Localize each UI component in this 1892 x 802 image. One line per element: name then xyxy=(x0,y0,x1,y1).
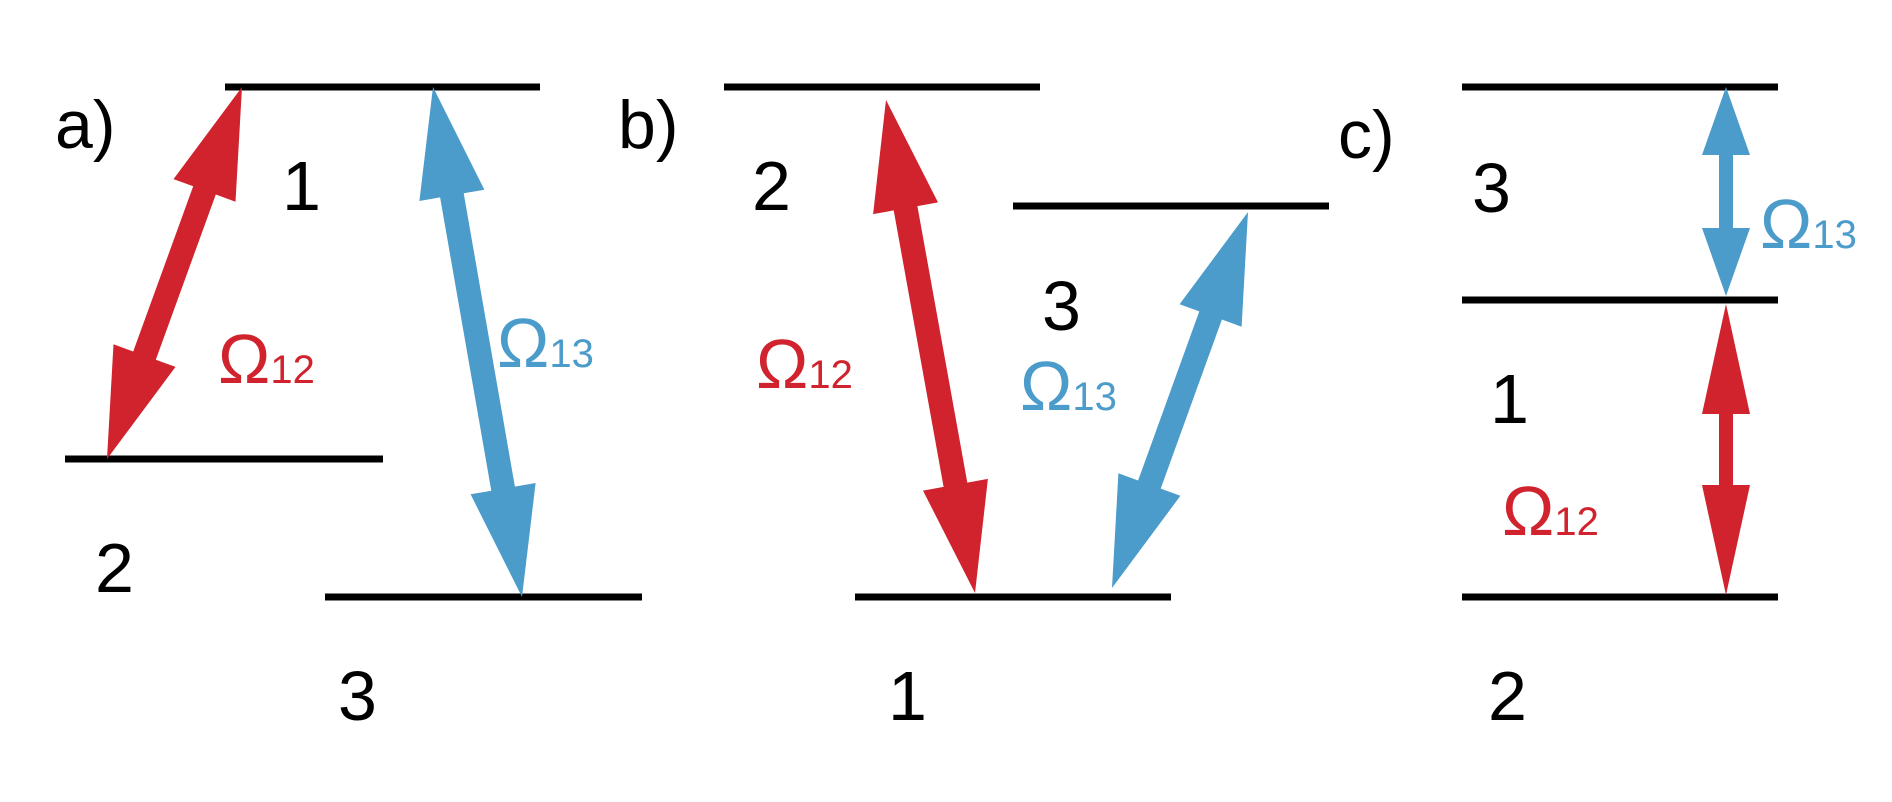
level-label-c-1: 1 xyxy=(1490,360,1529,438)
panel-b: b) 2 3 1 Ω12 Ω13 xyxy=(618,83,1329,735)
level-label-c-3: 3 xyxy=(1472,149,1511,227)
coupling-label-b-13: Ω13 xyxy=(1020,347,1117,425)
panel-a: a) 1 2 3 Ω12 Ω13 xyxy=(55,83,642,735)
omega-symbol: Ω xyxy=(756,325,808,403)
level-label-b-2: 2 xyxy=(752,147,791,225)
coupling-arrow-c-13 xyxy=(1702,87,1750,296)
coupling-arrow-a-13 xyxy=(419,87,536,597)
omega-subscript: 12 xyxy=(270,348,315,392)
level-label-b-3: 3 xyxy=(1042,267,1081,345)
coupling-label-c-13: Ω13 xyxy=(1760,185,1857,263)
level-label-a-2: 2 xyxy=(95,529,134,607)
coupling-label-c-12: Ω12 xyxy=(1502,472,1599,550)
omega-subscript: 12 xyxy=(808,353,853,397)
panel-a-tag: a) xyxy=(55,87,115,163)
coupling-label-a-13: Ω13 xyxy=(497,304,594,382)
coupling-label-b-12: Ω12 xyxy=(756,325,853,403)
omega-symbol: Ω xyxy=(1502,472,1554,550)
omega-subscript: 12 xyxy=(1554,500,1599,544)
omega-subscript: 13 xyxy=(1812,213,1857,257)
omega-symbol: Ω xyxy=(1760,185,1812,263)
omega-symbol: Ω xyxy=(497,304,549,382)
level-label-a-3: 3 xyxy=(338,657,377,735)
omega-symbol: Ω xyxy=(218,320,270,398)
panel-c: c) 3 1 2 Ω13 Ω12 xyxy=(1338,83,1857,735)
level-label-b-1: 1 xyxy=(888,657,927,735)
coupling-arrow-a-12 xyxy=(107,87,242,459)
omega-subscript: 13 xyxy=(549,332,594,376)
coupling-arrow-b-13 xyxy=(1112,212,1248,588)
coupling-arrow-c-12 xyxy=(1702,304,1750,595)
omega-symbol: Ω xyxy=(1020,347,1072,425)
level-label-c-2: 2 xyxy=(1488,657,1527,735)
coupling-label-a-12: Ω12 xyxy=(218,320,315,398)
level-label-a-1: 1 xyxy=(282,147,321,225)
panel-b-tag: b) xyxy=(618,87,678,163)
coupling-arrow-b-12 xyxy=(873,100,988,593)
panel-c-tag: c) xyxy=(1338,97,1395,173)
omega-subscript: 13 xyxy=(1072,375,1117,419)
